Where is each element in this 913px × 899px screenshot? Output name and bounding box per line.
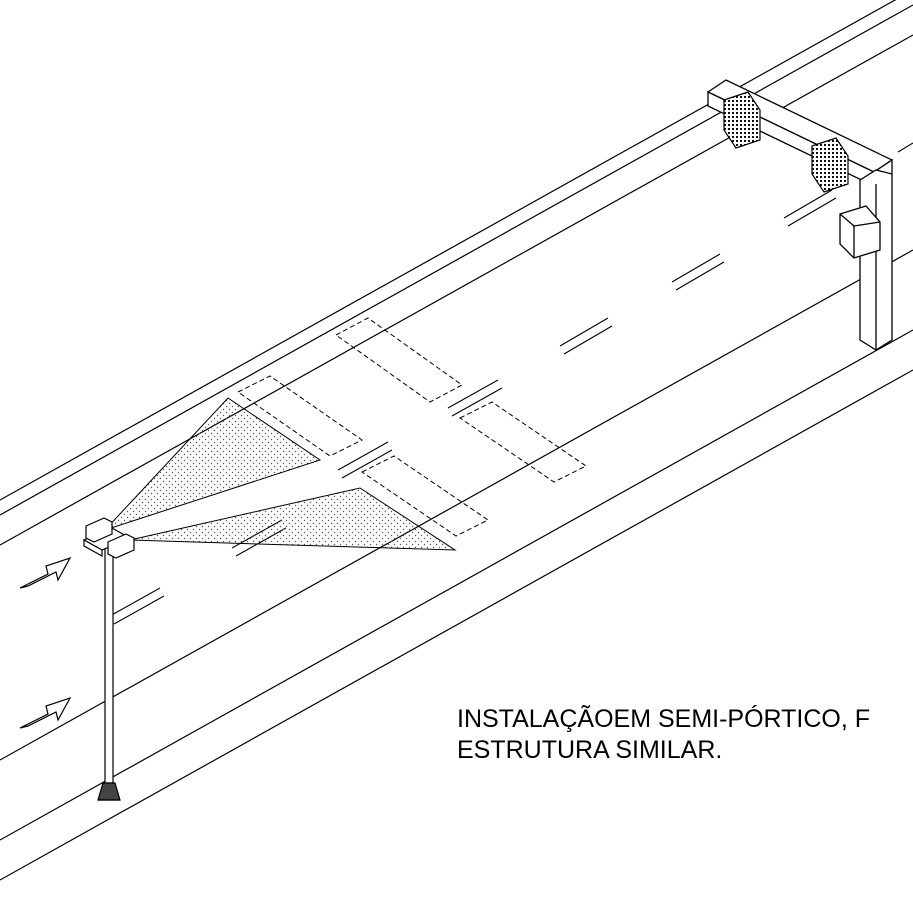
detection-zone-1 [237, 375, 363, 457]
traffic-arrow-near [19, 696, 72, 729]
camera-icon [85, 517, 135, 559]
camera-2 [107, 533, 135, 559]
road-edge-near-3 [0, 369, 913, 881]
lane-markings [109, 142, 913, 625]
coverage-zone-near-lane [129, 487, 457, 551]
gantry-sign-2 [811, 137, 849, 193]
detection-zones [237, 317, 587, 537]
camera-pole [82, 527, 132, 801]
coverage-zone-far-lane [103, 397, 322, 532]
traffic-arrow-far [19, 556, 72, 589]
road-edge-near-1 [0, 249, 913, 761]
detection-zone-2 [335, 317, 463, 403]
installation-caption: INSTALAÇÃOEM SEMI-PÓRTICO, F ESTRUTURA S… [457, 704, 913, 766]
camera-coverage [103, 397, 457, 551]
control-cabinet [839, 205, 881, 259]
road-edge-far-outer [0, 0, 897, 501]
road-edge-near-2 [0, 329, 913, 841]
pole-base [97, 782, 121, 801]
arrow-icon [19, 556, 72, 729]
sign-panel-icon [723, 91, 849, 193]
camera-1 [85, 517, 113, 543]
detection-zone-4 [459, 401, 587, 483]
road-edges [0, 0, 913, 881]
caption-line-2: ESTRUTURA SIMILAR. [457, 736, 723, 764]
road-edge-far-inner [0, 4, 913, 516]
gantry-sign-1 [723, 91, 761, 149]
caption-line-1: INSTALAÇÃOEM SEMI-PÓRTICO, F [457, 705, 871, 733]
